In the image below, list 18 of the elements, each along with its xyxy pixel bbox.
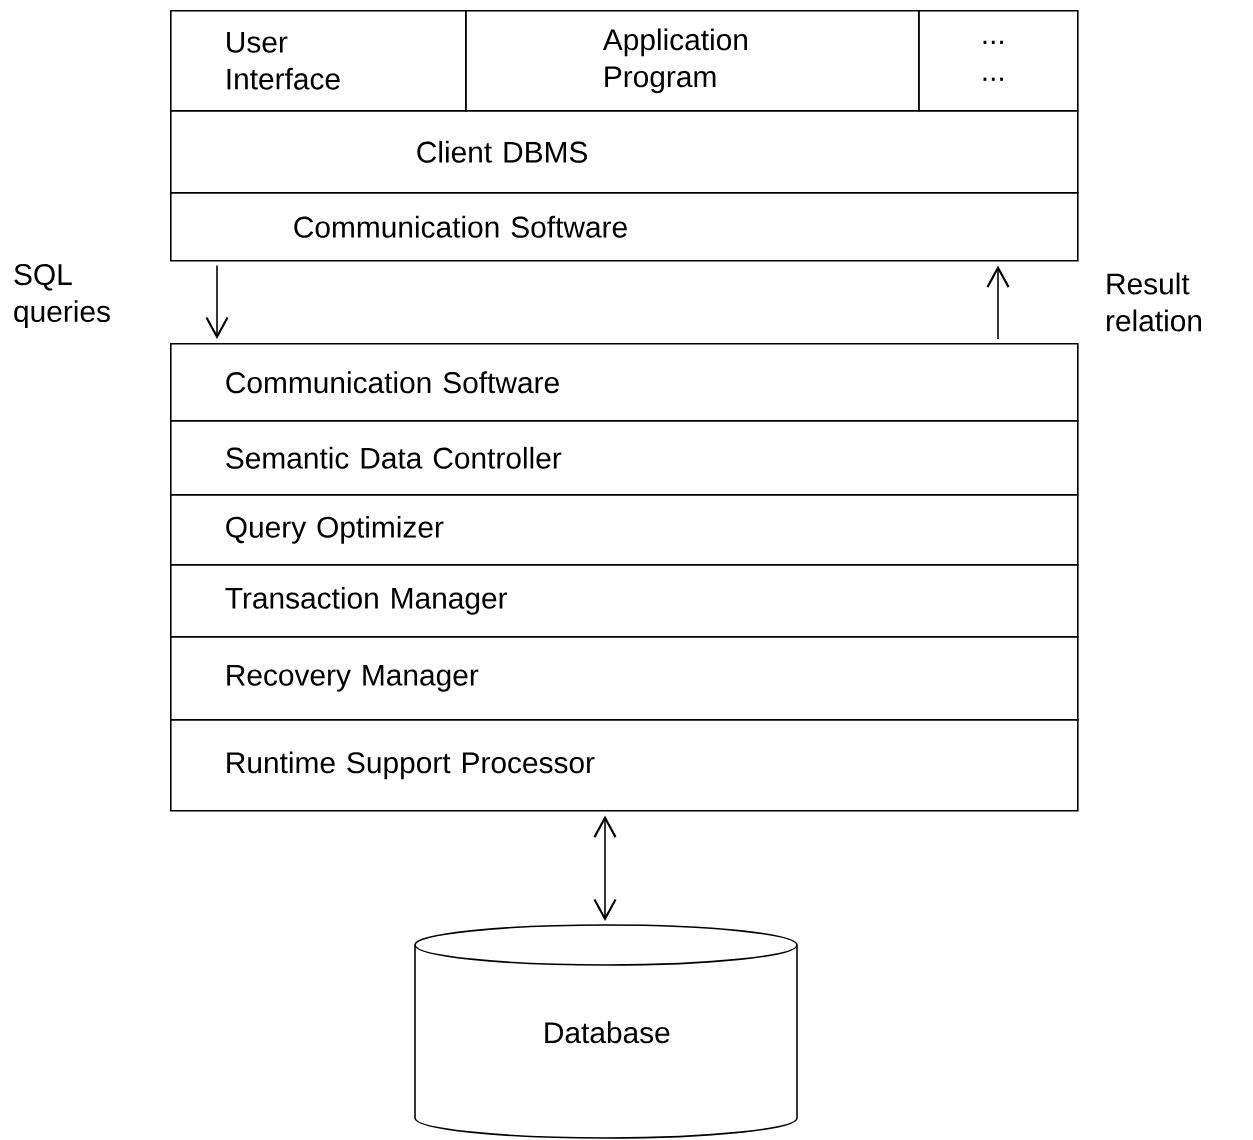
layer-box: Runtime Support Processor bbox=[170, 719, 1079, 812]
edge-label: SQL queries bbox=[14, 264, 110, 328]
layer-box: Communication Software bbox=[170, 343, 1079, 422]
layer-box: Client DBMS bbox=[170, 110, 1079, 194]
layer-box: Recovery Manager bbox=[170, 636, 1079, 721]
arrow bbox=[986, 265, 1010, 340]
node-label: Database bbox=[545, 1021, 670, 1044]
layer-box: Transaction Manager bbox=[170, 564, 1079, 638]
edge-label: Result relation bbox=[1107, 272, 1202, 332]
arrow bbox=[205, 264, 229, 339]
arrow bbox=[593, 815, 617, 921]
database-cylinder: Database bbox=[414, 924, 798, 1139]
layer-box: Application Program bbox=[465, 10, 920, 112]
layer-box: Communication Software bbox=[170, 192, 1079, 262]
layer-box: Query Optimizer bbox=[170, 494, 1079, 566]
layer-box: User Interface bbox=[170, 10, 467, 112]
layer-box: ... ... bbox=[918, 10, 1079, 112]
layer-box: Semantic Data Controller bbox=[170, 420, 1079, 496]
